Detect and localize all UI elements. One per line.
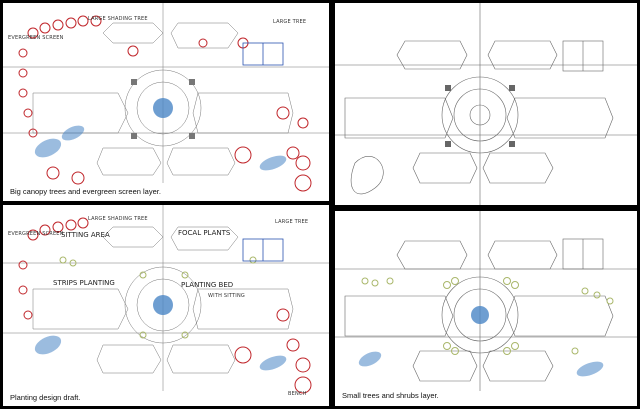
site-plan-canopy: EVERGREEN SCREEN LARGE SHADING TREE LARG… (3, 3, 329, 192)
label-strips-planting: STRIPS PLANTING (53, 279, 115, 287)
large-trees (18, 15, 312, 192)
label-large-shading-tree: LARGE SHADING TREE (88, 216, 148, 222)
site-plan-draft: EVERGREEN SCREEN LARGE SHADING TREE LARG… (3, 205, 329, 397)
site-plan-shrubs (335, 211, 637, 391)
caption-panel-2: Planting design draft. (10, 393, 81, 402)
water-features (358, 351, 604, 377)
water-features (34, 125, 287, 171)
small-shrubs (361, 277, 614, 355)
label-large-tree: LARGE TREE (273, 19, 306, 25)
label-planting-bed: PLANTING BED (181, 281, 233, 289)
label-large-tree: LARGE TREE (275, 219, 308, 225)
label-evergreen-screen: EVERGREEN SCREEN (8, 35, 64, 41)
label-large-shading-tree: LARGE SHADING TREE (88, 16, 148, 22)
label-with-sitting: WITH SITTING (208, 293, 245, 299)
label-focal-plants: FOCAL PLANTS (178, 229, 231, 237)
water-features (34, 335, 287, 371)
fountain (153, 98, 173, 118)
site-plan-base (335, 3, 637, 205)
panel-base-plan (335, 3, 637, 205)
caption-panel-1: Big canopy trees and evergreen screen la… (10, 187, 161, 196)
small-shrubs (59, 256, 257, 339)
panel-planting-draft: EVERGREEN SCREEN LARGE SHADING TREE LARG… (3, 205, 329, 406)
panel-big-canopy: EVERGREEN SCREEN LARGE SHADING TREE LARG… (3, 3, 329, 201)
label-evergreen-screen: EVERGREEN SCREEN (8, 231, 64, 237)
fountain (153, 295, 173, 315)
label-bench: BENCH (288, 391, 307, 397)
label-sitting-area: SITTING AREA (61, 231, 110, 239)
fountain (471, 306, 489, 324)
caption-panel-4: Small trees and shrubs layer. (342, 391, 439, 400)
panel-small-trees: Small trees and shrubs layer. (335, 211, 637, 406)
large-trees (18, 217, 312, 394)
